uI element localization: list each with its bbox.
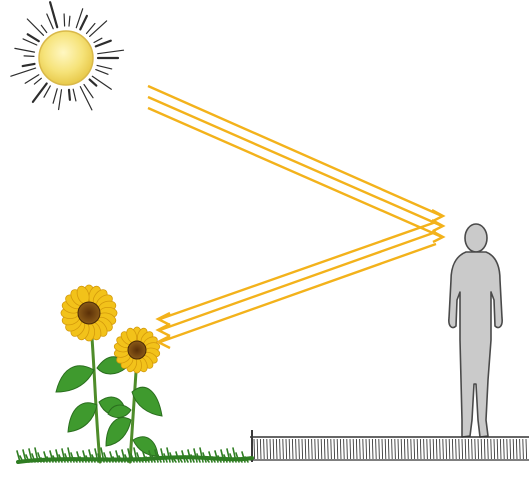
sun-ray-stroke bbox=[92, 76, 111, 89]
sun-ray-stroke bbox=[69, 90, 70, 100]
sun-ray-stroke bbox=[80, 87, 92, 110]
sun-icon bbox=[11, 2, 124, 110]
sun-ray-stroke bbox=[96, 70, 108, 75]
sun-ray-stroke bbox=[80, 16, 87, 30]
sun-ray-stroke bbox=[69, 16, 70, 26]
sun-ray-stroke bbox=[47, 14, 53, 29]
sun-ray-stroke bbox=[15, 48, 35, 52]
sun-ray-stroke bbox=[94, 38, 102, 42]
sun-ray-stroke bbox=[59, 90, 62, 110]
sunflowers bbox=[56, 285, 162, 462]
sun-ray-stroke bbox=[41, 25, 46, 32]
sun-ray-stroke bbox=[73, 89, 76, 101]
sun-ray-stroke bbox=[53, 89, 57, 103]
person-figure bbox=[449, 224, 502, 437]
sun-ray-stroke bbox=[34, 78, 41, 84]
sun-disc bbox=[39, 31, 93, 85]
sun-ray-stroke bbox=[27, 19, 43, 35]
sun-ray-stroke bbox=[24, 56, 34, 57]
sunflower-center bbox=[128, 341, 146, 359]
sun-ray-stroke bbox=[23, 64, 35, 66]
sun-ray-stroke bbox=[28, 34, 39, 41]
sun-ray-stroke bbox=[33, 84, 47, 102]
sun-ray-stroke bbox=[97, 65, 112, 69]
reflected-light-rays bbox=[158, 222, 436, 348]
grass bbox=[17, 448, 252, 462]
sun-ray-stroke bbox=[11, 68, 36, 76]
sunflower-center bbox=[78, 302, 100, 324]
sun-ray-stroke bbox=[96, 41, 111, 47]
sun-ray-stroke bbox=[64, 14, 65, 26]
sun-ray-stroke bbox=[98, 50, 124, 54]
sunflower-head-large bbox=[61, 285, 118, 342]
incoming-light-rays bbox=[148, 86, 443, 242]
sun-ray-stroke bbox=[90, 21, 107, 37]
sunflower-leaves bbox=[56, 357, 162, 456]
sun-ray-stroke bbox=[90, 80, 97, 86]
